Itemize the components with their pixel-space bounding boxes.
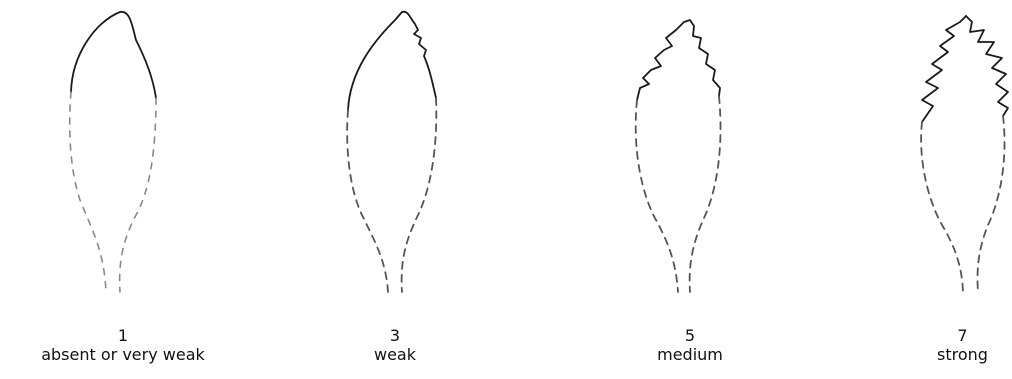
level-5-label: medium (625, 345, 755, 364)
level-7-label: strong (915, 345, 1010, 364)
caption-level-7: 7 strong (915, 326, 1010, 364)
level-1-note: 1 (28, 326, 218, 345)
leaf-1-lower-left (70, 92, 106, 292)
level-5-note: 5 (625, 326, 755, 345)
caption-level-3: 3 weak (340, 326, 450, 364)
leaf-level-7 (921, 16, 1008, 292)
leaf-1-lower-right (120, 98, 156, 292)
leaf-level-3 (347, 12, 436, 292)
leaf-outlines (0, 0, 1012, 300)
leaf-level-1 (70, 12, 156, 292)
caption-level-5: 5 medium (625, 326, 755, 364)
caption-level-1: 1 absent or very weak (28, 326, 218, 364)
leaf-7-left-outline (922, 16, 966, 122)
leaf-7-lower-right (977, 116, 1004, 292)
leaf-7-lower-left (921, 122, 963, 292)
leaf-5-lower-right (690, 96, 721, 292)
leaf-7-right-outline (966, 16, 1008, 116)
level-3-label: weak (340, 345, 450, 364)
leaf-5-lower-left (636, 100, 678, 292)
leaf-3-lower-right (402, 98, 437, 292)
level-1-label: absent or very weak (28, 345, 218, 364)
level-3-note: 3 (340, 326, 450, 345)
leaf-5-upper-outline (637, 20, 720, 100)
leaf-level-5 (636, 20, 721, 292)
leaf-3-lower-left (347, 110, 388, 292)
level-7-note: 7 (915, 326, 1010, 345)
leaf-1-upper-outline (71, 12, 156, 98)
leaf-3-upper-outline (348, 12, 436, 110)
